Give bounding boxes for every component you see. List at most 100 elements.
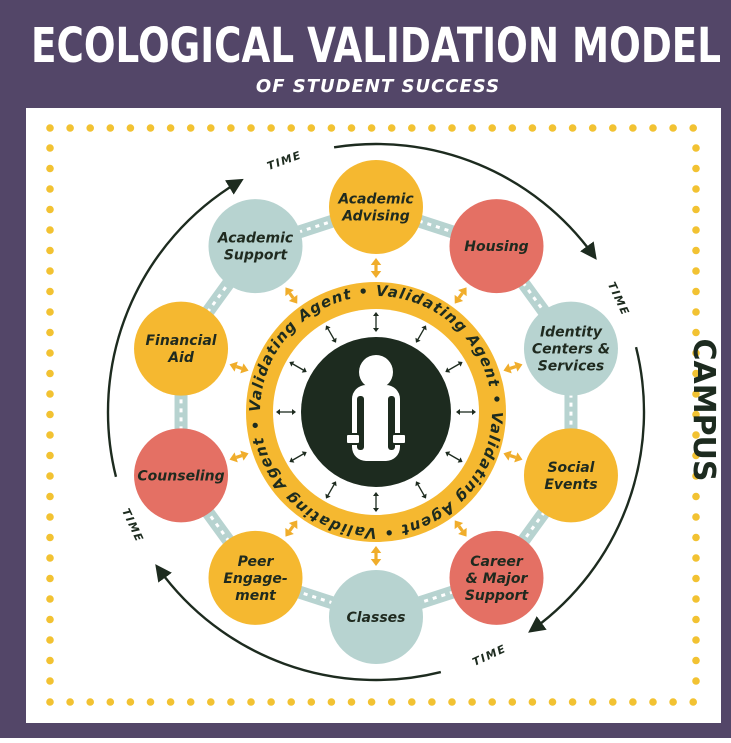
- border-dot: [46, 124, 54, 132]
- double-arrow: [503, 450, 523, 463]
- double-arrow: [415, 325, 427, 343]
- border-dot: [508, 124, 517, 132]
- time-arc: [333, 142, 597, 260]
- border-dot: [387, 124, 396, 132]
- node-label: Support: [224, 248, 289, 264]
- double-arrow: [285, 287, 298, 304]
- border-dot: [488, 698, 497, 706]
- border-dot: [649, 124, 657, 132]
- node-label: Centers &: [532, 342, 610, 358]
- border-dot: [287, 698, 296, 706]
- border-dot: [448, 124, 456, 132]
- node-circle: [523, 301, 618, 396]
- border-dot: [227, 698, 235, 706]
- border-dot: [692, 554, 700, 562]
- border-dot: [46, 554, 54, 562]
- node-label: Career: [470, 554, 524, 570]
- border-dot: [689, 124, 697, 132]
- border-dot: [692, 369, 700, 378]
- double-arrow: [370, 258, 382, 278]
- double-arrow: [454, 520, 467, 537]
- time-circle: [106, 142, 646, 682]
- border-dot: [692, 226, 700, 234]
- border-dot: [46, 492, 54, 501]
- border-dot: [46, 308, 54, 316]
- border-dot: [692, 287, 700, 296]
- double-arrow: [285, 520, 298, 537]
- border-dot: [488, 124, 497, 132]
- border-dot: [327, 698, 336, 706]
- border-dot: [86, 124, 94, 132]
- border-dot: [46, 615, 54, 624]
- border-dot: [649, 698, 657, 706]
- border-dot: [428, 124, 436, 132]
- border-dot: [46, 226, 54, 234]
- node-classes: Classes: [329, 570, 423, 664]
- node-label: Housing: [464, 239, 528, 255]
- node-circle: [134, 301, 229, 396]
- border-dot: [46, 205, 54, 214]
- double-arrow: [289, 361, 307, 373]
- border-dot: [692, 267, 700, 275]
- border-dot: [46, 636, 54, 644]
- border-dot: [307, 124, 316, 132]
- border-dot: [692, 656, 700, 665]
- border-dot: [528, 698, 537, 706]
- border-dot: [146, 124, 155, 132]
- border-dot: [126, 124, 135, 132]
- border-dot: [629, 698, 637, 706]
- node-circle: [134, 428, 229, 523]
- border-dot: [46, 287, 54, 296]
- dotted-border: [46, 124, 700, 706]
- page-subtitle: OF STUDENT SUCCESS: [256, 76, 500, 97]
- border-dot: [588, 124, 597, 132]
- border-dot: [347, 698, 356, 706]
- node-label: Engage-: [223, 571, 288, 587]
- campus-label: CAMPUS: [686, 338, 721, 481]
- border-dot: [186, 124, 195, 132]
- border-dot: [106, 698, 115, 706]
- border-dot: [46, 144, 54, 152]
- border-dot: [46, 472, 54, 480]
- border-dot: [247, 698, 255, 706]
- border-dot: [46, 246, 54, 255]
- node-label: Peer: [238, 554, 275, 570]
- border-dot: [692, 410, 700, 419]
- double-arrow: [289, 451, 307, 463]
- border-dot: [66, 124, 74, 132]
- time-arc: [106, 178, 244, 478]
- border-dot: [528, 124, 537, 132]
- time-arc: [528, 346, 646, 633]
- node-label: Support: [465, 588, 530, 604]
- node-label: ment: [235, 588, 277, 604]
- double-arrow: [454, 287, 467, 304]
- border-dot: [46, 369, 54, 378]
- border-dot: [692, 390, 700, 398]
- double-arrow: [456, 409, 476, 415]
- border-dot: [46, 185, 54, 193]
- node-label: Identity: [540, 325, 603, 341]
- border-dot: [46, 328, 54, 337]
- inner-arrows: [276, 312, 476, 512]
- border-dot: [408, 698, 416, 706]
- border-dot: [387, 698, 396, 706]
- border-dot: [692, 513, 700, 521]
- double-arrow: [373, 312, 379, 332]
- border-dot: [588, 698, 597, 706]
- border-dot: [692, 595, 700, 603]
- double-arrow: [503, 361, 523, 374]
- border-dot: [46, 431, 54, 439]
- node-circle: [329, 570, 423, 664]
- border-dot: [46, 390, 54, 398]
- node-circle: [208, 530, 303, 625]
- border-dot: [367, 698, 376, 706]
- outer-arrows: [229, 258, 523, 566]
- border-dot: [347, 124, 356, 132]
- border-dot: [548, 124, 557, 132]
- node-label: Academic: [337, 192, 414, 208]
